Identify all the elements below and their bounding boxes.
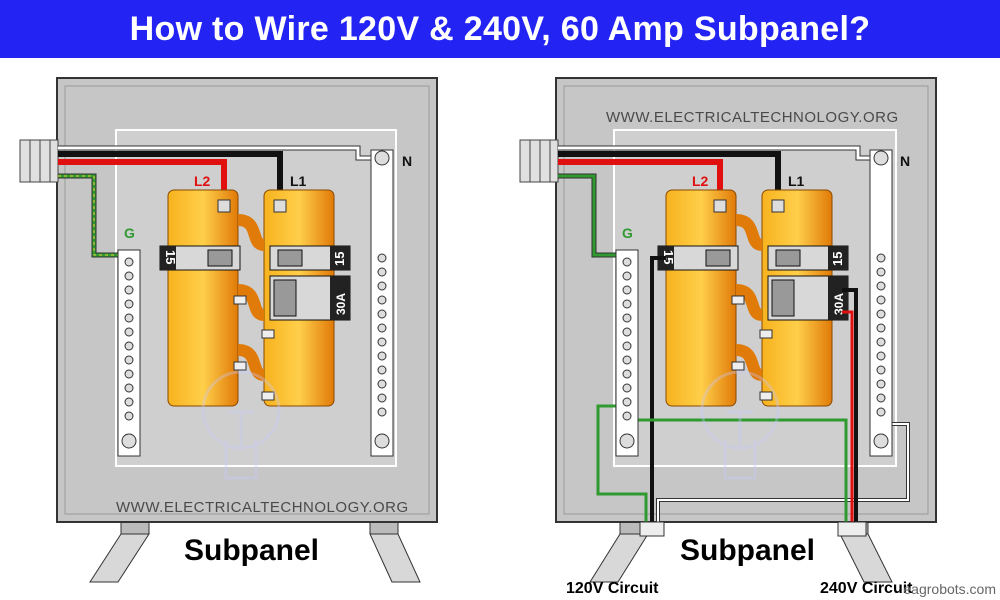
l1-label: L1 bbox=[290, 173, 307, 189]
right-subpanel: WWW.ELECTRICALTECHNOLOGY.ORG L2 L1 G N bbox=[519, 77, 937, 597]
neutral-label: N bbox=[402, 153, 412, 169]
page-title: How to Wire 120V & 240V, 60 Amp Subpanel… bbox=[0, 0, 1000, 58]
panel-foot-left bbox=[589, 521, 649, 583]
panel-foot-left bbox=[89, 521, 150, 583]
l1-feeder-wire bbox=[558, 151, 781, 200]
neutral-bar bbox=[869, 149, 893, 457]
breaker-30a-double: 30A bbox=[269, 275, 351, 321]
left-subpanel: L2 L1 G N 15 15 30A bbox=[19, 77, 438, 583]
240v-hot-black-wire bbox=[842, 288, 858, 524]
feeder-conduit bbox=[519, 139, 559, 183]
feeder-conduit bbox=[19, 139, 59, 183]
panel-foot-right bbox=[369, 521, 421, 583]
site-watermark: eagrobots.com bbox=[903, 581, 996, 597]
breaker-15a-left: 15 bbox=[159, 245, 241, 271]
circuit-240v-label: 240V Circuit bbox=[820, 580, 913, 597]
watermark-text: WWW.ELECTRICALTECHNOLOGY.ORG bbox=[116, 499, 409, 516]
breaker-15a-right: 15 bbox=[767, 245, 849, 271]
subpanel-diagram: L2 L1 G N 15 15 30A bbox=[19, 77, 937, 597]
svg-text:15: 15 bbox=[830, 252, 845, 266]
svg-text:30A: 30A bbox=[334, 293, 348, 315]
l1-label: L1 bbox=[788, 173, 805, 189]
bulb-logo-icon bbox=[700, 370, 780, 480]
neutral-bar bbox=[370, 149, 394, 457]
svg-text:15: 15 bbox=[332, 252, 347, 266]
ground-bar bbox=[117, 249, 141, 457]
l2-feeder-wire bbox=[558, 159, 723, 200]
breaker-15a-left: 15 bbox=[657, 245, 739, 271]
svg-text:15: 15 bbox=[163, 250, 178, 264]
panel-title: Subpanel bbox=[680, 534, 815, 567]
ground-label: G bbox=[622, 225, 633, 241]
240v-ground-wire bbox=[626, 418, 848, 524]
breaker-15a-right: 15 bbox=[269, 245, 351, 271]
l2-feeder-wire bbox=[58, 159, 227, 200]
l2-label: L2 bbox=[692, 173, 709, 189]
breaker-30a-double: 30A bbox=[767, 275, 849, 321]
l1-feeder-wire bbox=[58, 151, 283, 200]
panel-title: Subpanel bbox=[184, 534, 319, 567]
l2-label: L2 bbox=[194, 173, 211, 189]
svg-text:15: 15 bbox=[661, 250, 676, 264]
240v-hot-red-wire bbox=[842, 310, 854, 524]
bulb-logo-icon bbox=[201, 370, 281, 480]
svg-text:30A: 30A bbox=[832, 293, 846, 315]
120v-hot-wire bbox=[650, 256, 666, 524]
neutral-label: N bbox=[900, 153, 910, 169]
ground-label: G bbox=[124, 225, 135, 241]
120v-ground-wire bbox=[596, 404, 648, 524]
watermark-text: WWW.ELECTRICALTECHNOLOGY.ORG bbox=[606, 109, 899, 126]
circuit-120v-label: 120V Circuit bbox=[566, 580, 659, 597]
ground-bar bbox=[615, 249, 639, 457]
